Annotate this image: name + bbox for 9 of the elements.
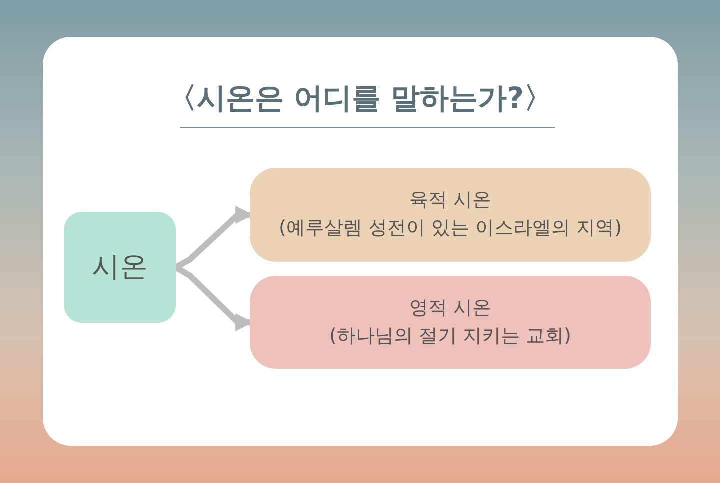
node-label: 육적 시온 bbox=[409, 188, 492, 214]
node-label: 시온 bbox=[92, 249, 148, 286]
node-description: (하나님의 절기 지키는 교회) bbox=[330, 324, 572, 348]
process-box bbox=[64, 212, 176, 323]
process-box bbox=[250, 168, 651, 262]
node-description: (예루살렘 성전이 있는 이스라엘의 지역) bbox=[279, 216, 622, 241]
process-box bbox=[250, 276, 651, 369]
title: 〈시온은 어디를 말하는가?〉 bbox=[166, 80, 554, 117]
node-label: 영적 시온 bbox=[409, 296, 492, 321]
